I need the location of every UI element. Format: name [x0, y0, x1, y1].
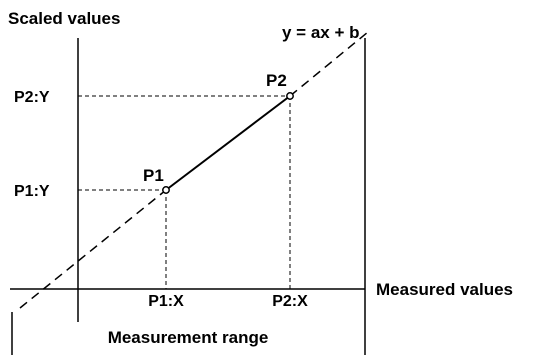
line-extension-upper [289, 31, 369, 97]
y-axis-title: Scaled values [8, 9, 120, 28]
p1-y-label: P1:Y [14, 183, 50, 200]
p2-x-label: P2:X [272, 293, 308, 310]
p1-label: P1 [143, 166, 164, 185]
p1-x-label: P1:X [148, 293, 184, 310]
line-extension-lower [19, 189, 167, 309]
p2-label: P2 [266, 71, 287, 90]
p1-marker [162, 186, 170, 194]
x-axis-title: Measured values [376, 280, 513, 299]
measurement-range-label: Measurement range [108, 328, 269, 347]
scaling-line-segment [165, 95, 291, 191]
p2-marker [286, 92, 294, 100]
p2-y-label: P2:Y [14, 89, 50, 106]
equation-label: y = ax + b [282, 23, 360, 42]
